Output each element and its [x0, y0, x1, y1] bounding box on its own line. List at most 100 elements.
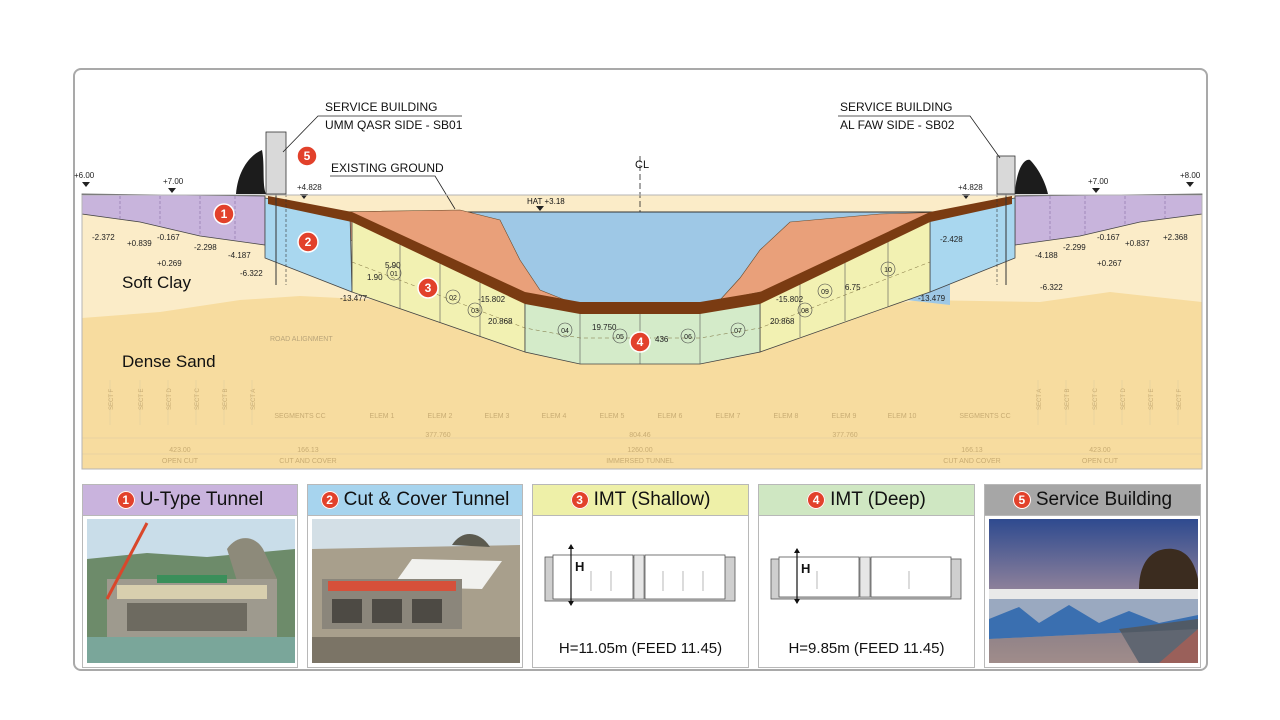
seg-cc-right: SEGMENTS CC: [959, 413, 1010, 420]
dimension-c: 6.75: [845, 283, 861, 292]
elem-10: ELEM 10: [888, 413, 917, 420]
sect-left-f: SECT F: [109, 388, 115, 410]
imt-shallow-section-drawing: H: [537, 519, 744, 661]
card-service-building: 5 Service Building: [984, 484, 1201, 668]
level-right-a: -4.188: [1035, 251, 1058, 260]
elem-4: ELEM 4: [542, 413, 567, 420]
sect-left-e: SECT E: [139, 388, 145, 410]
level-right-b: -2.299: [1063, 243, 1086, 252]
level-right-cc: -2.428: [940, 235, 963, 244]
level-imt-right-2: 20.868: [770, 317, 795, 326]
dimension-b: 1.90: [367, 273, 383, 282]
elem-8: ELEM 8: [774, 413, 799, 420]
level-left-f: -4.187: [228, 251, 251, 260]
level-right-f: +2.368: [1163, 233, 1188, 242]
sect-right-f: SECT F: [1177, 388, 1183, 410]
elem-6: ELEM 6: [658, 413, 683, 420]
card-cut-cover-tunnel: 2 Cut & Cover Tunnel: [307, 484, 523, 668]
marker-3: 3: [425, 281, 432, 295]
service-building-right-line1: SERVICE BUILDING: [840, 100, 952, 114]
service-building-left-line2: UMM QASR SIDE - SB01: [325, 118, 463, 132]
marker-2: 2: [305, 235, 312, 249]
card-imt-shallow: 3 IMT (Shallow) H H=11.05m (FEED 11.45): [532, 484, 749, 668]
elem-3: ELEM 3: [485, 413, 510, 420]
element-05: 05: [616, 334, 624, 341]
card-3-title: IMT (Shallow): [593, 489, 711, 510]
card-imt-shallow-header: 3 IMT (Shallow): [533, 485, 748, 516]
element-07: 07: [734, 328, 742, 335]
len2-4: 166.13: [961, 447, 983, 454]
cut-cover-photo: [312, 519, 520, 663]
level-right-h: -13.479: [918, 294, 946, 303]
level-right-far: +8.00: [1180, 171, 1201, 180]
elem-2: ELEM 2: [428, 413, 453, 420]
imt-shallow-h-label: H: [575, 559, 584, 574]
u-type-photo: [87, 519, 295, 663]
level-left-a: -2.372: [92, 233, 115, 242]
level-deep-b: 436: [655, 335, 669, 344]
len-mid: 804.46: [629, 432, 651, 439]
reference-lines: [82, 380, 1202, 455]
road-alignment-label: ROAD ALIGNMENT: [270, 336, 333, 343]
len2-5: 423.00: [1089, 447, 1111, 454]
element-06: 06: [684, 334, 692, 341]
sect-right-e: SECT E: [1149, 388, 1155, 410]
len2-3: 1260.00: [627, 447, 652, 454]
imt-deep-h-label: H: [801, 561, 810, 576]
level-left-d: +0.269: [157, 259, 182, 268]
element-10: 10: [884, 267, 892, 274]
card-imt-deep: 4 IMT (Deep) H H=9.85m (FEED 11.45): [758, 484, 975, 668]
card-imt-deep-header: 4 IMT (Deep): [759, 485, 974, 516]
card-3-badge: 3: [570, 491, 589, 509]
imt-deep-caption: H=9.85m (FEED 11.45): [788, 640, 945, 657]
service-building-photo: [989, 519, 1198, 663]
len2-1: 423.00: [169, 447, 191, 454]
level-imt-left-1: -15.802: [478, 295, 506, 304]
element-09: 09: [821, 289, 829, 296]
sect-right-c: SECT C: [1093, 387, 1099, 410]
len-right: 377.760: [832, 432, 857, 439]
card-5-badge: 5: [1012, 491, 1031, 509]
level-right-near: +7.00: [1088, 177, 1109, 186]
level-left-g: -6.322: [240, 269, 263, 278]
card-1-badge: 1: [116, 491, 135, 509]
level-left-b: +0.839: [127, 239, 152, 248]
service-building-left-line1: SERVICE BUILDING: [325, 100, 437, 114]
card-2-title: Cut & Cover Tunnel: [343, 489, 510, 510]
sect-left-d: SECT D: [167, 387, 173, 410]
level-right-d: +0.267: [1097, 259, 1122, 268]
level-right-e: +0.837: [1125, 239, 1150, 248]
bottom-table: SEGMENTS CC ELEM 1 ELEM 2 ELEM 3 ELEM 4 …: [162, 413, 1119, 465]
dimension-a: 5.90: [385, 261, 401, 270]
soft-clay-label: Soft Clay: [122, 273, 191, 292]
marker-group: [213, 145, 651, 353]
card-service-building-header: 5 Service Building: [985, 485, 1200, 516]
level-imt-right-1: -15.802: [776, 295, 804, 304]
sect-left-a: SECT A: [251, 389, 257, 410]
level-left-h: -13.477: [340, 294, 368, 303]
elem-5: ELEM 5: [600, 413, 625, 420]
sect-left-b: SECT B: [223, 388, 229, 410]
level-left-near: +7.00: [163, 177, 184, 186]
card-4-title: IMT (Deep): [830, 489, 926, 510]
centerline-label: CL: [635, 159, 649, 171]
sect-right-d: SECT D: [1121, 387, 1127, 410]
level-left-c: -0.167: [157, 233, 180, 242]
zone-5: OPEN CUT: [1082, 458, 1119, 465]
hat-level: HAT +3.18: [527, 197, 565, 206]
element-02: 02: [449, 295, 457, 302]
zone-3: IMMERSED TUNNEL: [606, 458, 674, 465]
level-right-c: -0.167: [1097, 233, 1120, 242]
element-08: 08: [801, 308, 809, 315]
dense-sand-layer: [82, 292, 1202, 469]
marker-4: 4: [637, 335, 644, 349]
sect-left-c: SECT C: [195, 387, 201, 410]
level-imt-left-2: 20.868: [488, 317, 513, 326]
imt-deep-section-drawing: H: [763, 519, 970, 661]
card-2-badge: 2: [320, 491, 339, 509]
level-left-e: -2.298: [194, 243, 217, 252]
seg-cc-left: SEGMENTS CC: [274, 413, 325, 420]
zone-2: CUT AND COVER: [279, 458, 336, 465]
elem-7: ELEM 7: [716, 413, 741, 420]
